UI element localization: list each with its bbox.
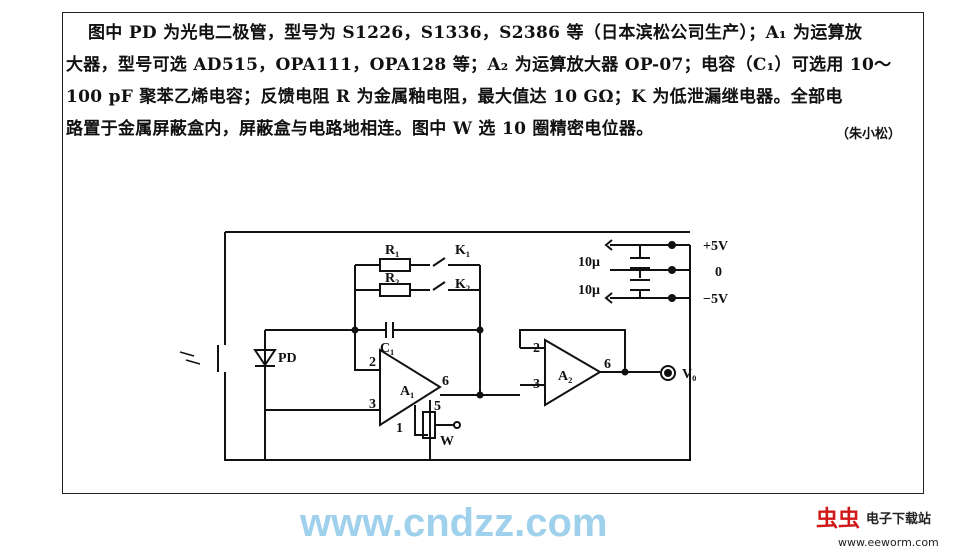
photodiode-symbol [253,330,277,460]
junction-dot [621,368,629,376]
power-wires [604,239,690,304]
junction-dot [668,241,676,249]
pin-a2-3: 3 [533,377,540,392]
logo-name: 电子下载站 [866,512,932,527]
label-plus5v: +5V [703,239,728,254]
junction-dot [476,391,484,399]
pd-wires [265,329,380,411]
label-a2: A₂ [558,369,572,384]
output-terminal-dot [664,369,672,377]
text-line-3: 100 pF 聚苯乙烯电容；反馈电阻 R 为金属釉电阻，最大值达 10 GΩ；K… [66,87,843,107]
text-line-1: 图中 PD 为光电二极管，型号为 S1226，S1336，S2386 等（日本滨… [88,23,863,43]
label-pd: PD [278,351,297,366]
label-r1: R₁ [385,243,399,258]
output-terminal [660,365,676,381]
label-c1: C₁ [380,341,394,356]
resistor-r2 [379,283,411,297]
junction-dot [351,326,359,334]
author-credit: （朱小松） [836,127,902,142]
pin-a2-2: 2 [533,341,540,356]
pin-a1-6: 6 [442,374,449,389]
light-arrows-icon [179,351,201,365]
label-zero: 0 [715,265,722,280]
junction-dot [668,294,676,302]
label-cap-bot: 10μ [578,283,600,298]
label-a1: A₁ [400,384,414,399]
label-k1: K₁ [455,243,470,258]
label-vo: V₀ [682,367,696,382]
ground-and-rail-wires [224,231,691,461]
pin-a1-5: 5 [434,399,441,414]
site-logo[interactable]: 虫虫 电子下载站 www.eeworm.com [808,496,958,556]
text-frame [62,12,924,494]
junction-dot [476,326,484,334]
label-minus5v: −5V [703,292,728,307]
logo-url: www.eeworm.com [838,536,939,549]
text-line-2: 大器，型号可选 AD515，OPA111，OPA128 等；A₂ 为运算放大器 … [66,55,892,75]
text-line-4: 路置于金属屏蔽盒内，屏蔽盒与电路地相连。图中 W 选 10 圈精密电位器。 [66,119,654,139]
logo-bugs: 虫虫 [816,507,861,532]
opamp-a1 [379,348,442,427]
pin-a1-3: 3 [369,397,376,412]
opamp-a2 [544,338,602,407]
pot-terminal [453,421,461,429]
watermark: www.cndzz.com [300,501,608,545]
capacitor-c1 [385,322,394,338]
label-w: W [440,434,454,449]
junction-dot [668,266,676,274]
pin-a1-1: 1 [396,421,403,436]
resistor-r1 [379,258,411,272]
label-r2: R₂ [385,271,399,286]
label-cap-top: 10μ [578,255,600,270]
pin-a1-2: 2 [369,355,376,370]
label-k2: K₂ [455,277,470,292]
pin-a2-6: 6 [604,357,611,372]
